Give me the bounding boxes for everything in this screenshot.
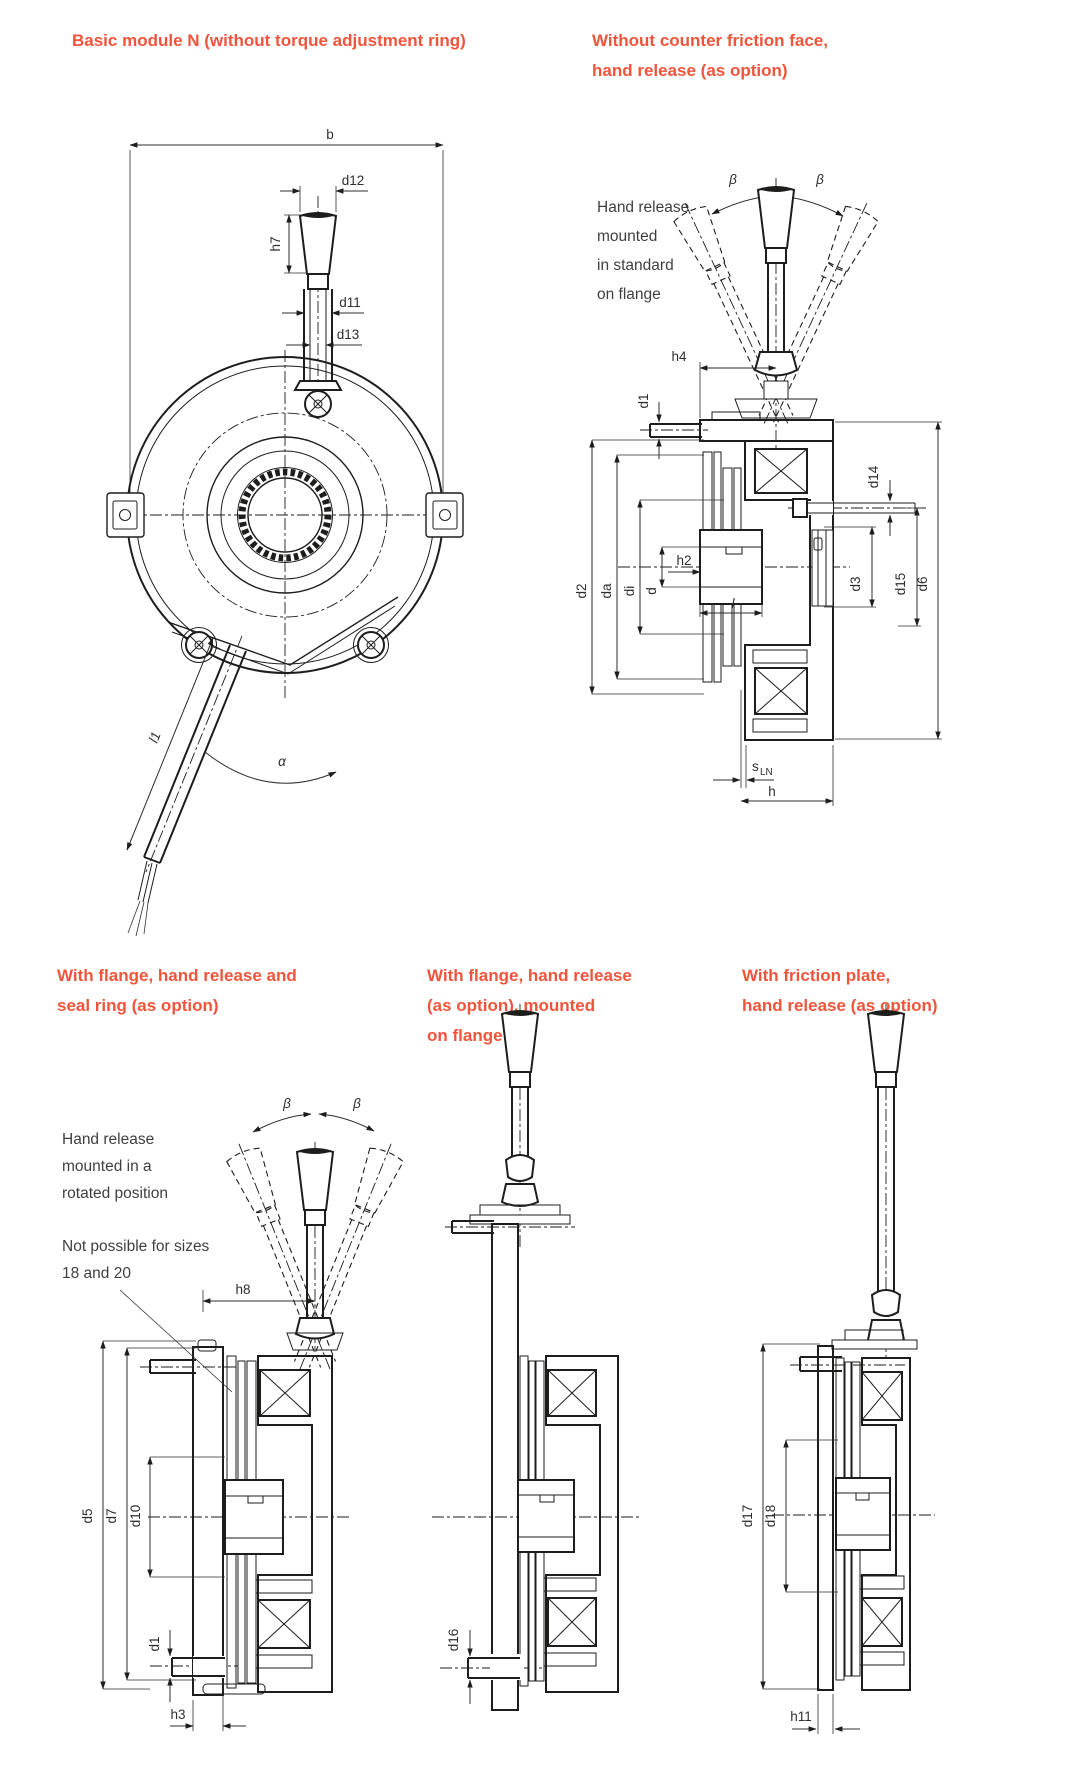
seal-ring-section <box>197 1339 217 1352</box>
lever-joint <box>871 1289 901 1317</box>
dim-label-di: di <box>622 586 637 597</box>
title-line: on flange <box>427 1026 503 1045</box>
dim-label-d10: d10 <box>128 1505 143 1528</box>
hand-release-knob <box>501 1009 539 1088</box>
dim-label-b: b <box>326 127 334 142</box>
screw-icon <box>353 627 389 663</box>
dim-label-d12: d12 <box>342 173 365 188</box>
title-line: hand release (as option) <box>592 61 788 80</box>
dim-label-d2: d2 <box>574 583 589 598</box>
hub-section <box>517 1479 575 1553</box>
hand-release-knob <box>757 185 795 264</box>
drawing-section-without-counter-friction: β β <box>574 172 942 806</box>
dim-label-l1: l1 <box>146 730 164 745</box>
dim-label-da: da <box>599 583 614 599</box>
dim-label-d11: d11 <box>339 295 361 310</box>
title-line: seal ring (as option) <box>57 996 219 1015</box>
dim-label-d7: d7 <box>104 1508 119 1523</box>
hand-release-knob <box>296 1147 334 1226</box>
drawing-section-with-flange-seal: β β <box>80 1096 409 1731</box>
title-basic-module: Basic module N (without torque adjustmen… <box>72 26 466 56</box>
seal-ring-section <box>813 537 823 551</box>
dim-label-d18: d18 <box>763 1505 778 1528</box>
note-line: in standard <box>597 257 674 274</box>
dim-label-d: d <box>644 587 659 595</box>
dim-label-h4: h4 <box>671 349 687 364</box>
title-line: With flange, hand release and <box>57 966 297 985</box>
dim-label-d14: d14 <box>866 465 881 488</box>
title-with-flange-seal: With flange, hand release and seal ring … <box>57 961 297 1021</box>
note-line: on flange <box>597 286 661 303</box>
coil-section <box>259 1369 311 1417</box>
hand-release-knob <box>867 1009 905 1088</box>
coil-section <box>754 667 808 715</box>
dim-label-l: l <box>732 596 736 611</box>
dim-label-s: s <box>752 759 759 774</box>
coil-section <box>754 448 808 494</box>
drawing-section-with-flange-mounted: d16 <box>432 1004 640 1711</box>
dim-label-d1: d1 <box>147 1636 162 1651</box>
dim-label-s-sub: LN <box>760 767 773 778</box>
note-line: Not possible for sizes <box>62 1238 210 1255</box>
dim-label-beta: β <box>282 1096 291 1111</box>
title-without-counter-friction: Without counter friction face, hand rele… <box>592 26 828 86</box>
side-tab <box>425 492 464 538</box>
dim-label-d6: d6 <box>915 576 930 591</box>
screw-icon <box>181 627 217 663</box>
dim-label-h: h <box>768 784 776 799</box>
title-line: With friction plate, <box>742 966 891 985</box>
note-line: rotated position <box>62 1185 168 1202</box>
dim-label-h2: h2 <box>676 553 691 568</box>
dim-label-h3: h3 <box>170 1707 185 1722</box>
coil-section <box>861 1597 903 1647</box>
title-line: (as option), mounted <box>427 996 596 1015</box>
dim-label-beta: β <box>352 1096 361 1111</box>
lever-joint <box>505 1154 535 1182</box>
title-line: Without counter friction face, <box>592 31 828 50</box>
dim-label-d17: d17 <box>740 1505 755 1528</box>
note-line: Hand release <box>597 199 690 216</box>
dim-label-d16: d16 <box>446 1629 461 1652</box>
drawing-section-with-friction-plate: d17 d18 h11 <box>740 1004 935 1734</box>
seal-ring-section <box>202 1683 266 1695</box>
note-not-possible-sizes: Not possible for sizes 18 and 20 <box>62 1233 209 1287</box>
release-lever <box>127 635 247 937</box>
note-hand-release-rotated: Hand release mounted in a rotated positi… <box>62 1126 168 1207</box>
note-line: mounted in a <box>62 1158 152 1175</box>
dim-label-h8: h8 <box>235 1282 250 1297</box>
friction-plate-section <box>817 1345 834 1691</box>
title-with-flange-mounted: With flange, hand release (as option), m… <box>427 961 632 1051</box>
title-line: Basic module N (without torque adjustmen… <box>72 31 466 50</box>
dim-label-d3: d3 <box>848 576 863 591</box>
coil-section <box>547 1597 597 1647</box>
coil-section <box>547 1369 597 1417</box>
screw-icon <box>304 390 332 418</box>
note-line: mounted <box>597 228 658 245</box>
dim-label-h7: h7 <box>268 236 283 251</box>
hub-section <box>835 1477 891 1551</box>
dim-label-d5: d5 <box>80 1508 95 1523</box>
note-line: Hand release <box>62 1131 155 1148</box>
note-line: 18 and 20 <box>62 1265 131 1282</box>
dim-label-d1: d1 <box>636 393 651 408</box>
hub-section <box>224 1479 284 1555</box>
dim-label-d13: d13 <box>337 327 360 342</box>
note-hand-release-standard: Hand release mounted in standard on flan… <box>597 193 689 309</box>
dim-label-beta: β <box>815 172 824 187</box>
dim-label-h11: h11 <box>790 1709 812 1724</box>
coil-section <box>861 1371 903 1421</box>
hand-release-knob <box>299 211 337 290</box>
dim-label-beta: β <box>728 172 737 187</box>
hub-section <box>699 529 763 605</box>
dim-label-alpha: α <box>278 754 287 769</box>
side-tab <box>106 492 145 538</box>
dim-label-d15: d15 <box>893 573 908 596</box>
title-line: With flange, hand release <box>427 966 632 985</box>
drawing-front-view-basic-module: b d12 h7 d11 d13 <box>106 127 464 937</box>
coil-section <box>257 1599 311 1649</box>
